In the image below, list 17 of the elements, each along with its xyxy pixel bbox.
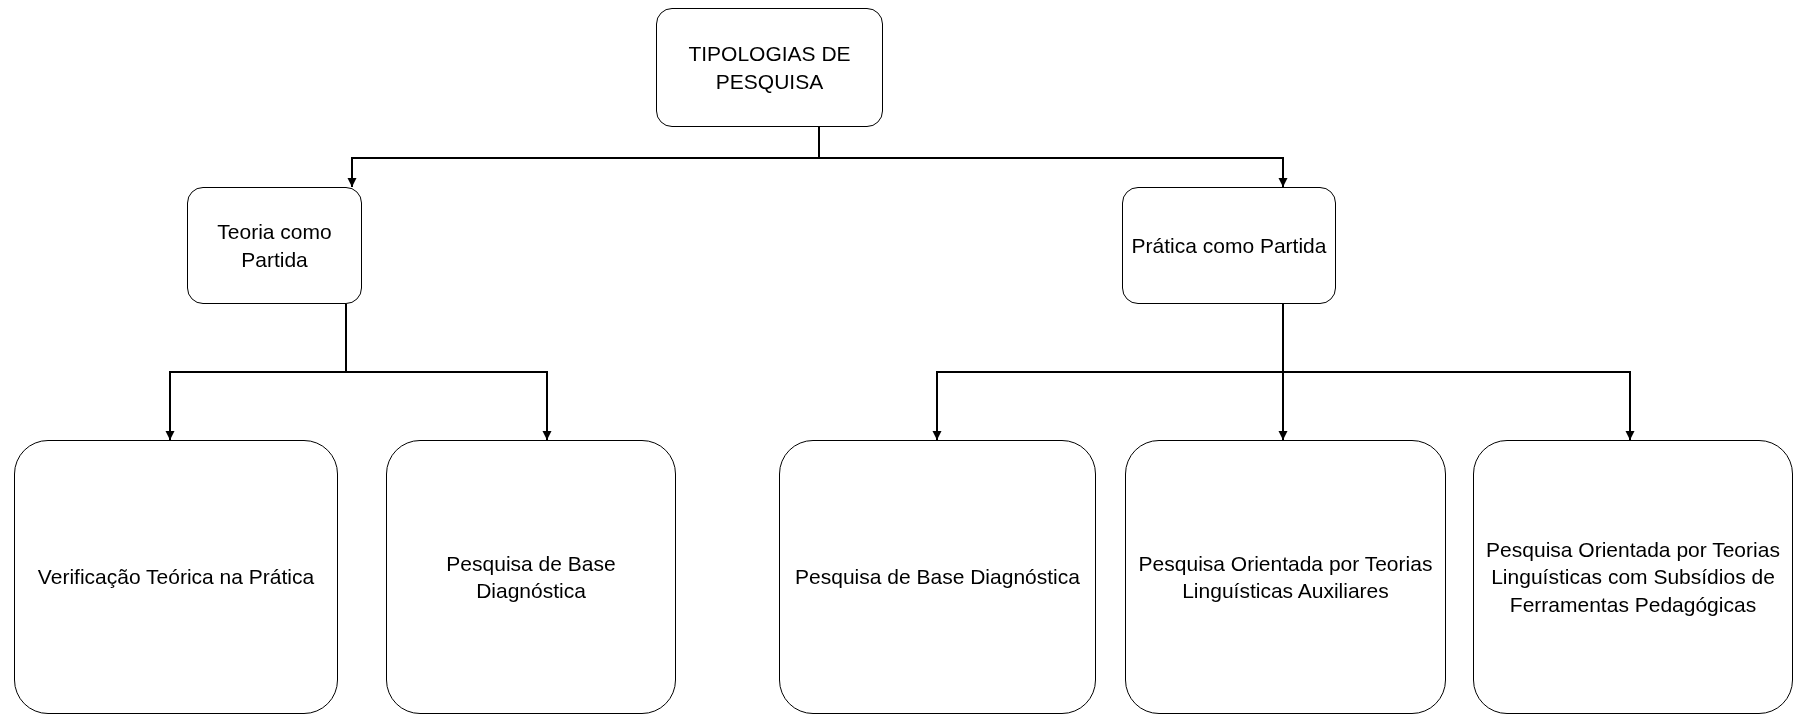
box-text: Verificação Teórica na Prática [37, 564, 315, 591]
topic-box [779, 440, 1096, 714]
category-box [1122, 187, 1336, 304]
box-text: Teoria como Partida [216, 219, 333, 273]
topic-box [14, 440, 338, 714]
box-text: Pesquisa Orientada por Teorias Linguísticas Auxiliares [1137, 550, 1434, 604]
box-text: TIPOLOGIAS DE PESQUISA [687, 41, 852, 95]
topic-box [1125, 440, 1446, 714]
topic-box [1473, 440, 1793, 714]
arrow [345, 303, 552, 441]
box-text: Prática como Partida [1131, 232, 1327, 259]
box-text: Pesquisa de Base Diagnóstica [795, 564, 1080, 591]
box-text: Pesquisa Orientada por Teorias Linguísticas com Subsídios de Ferramentas Pedagógicas [1485, 537, 1781, 618]
category-box [187, 187, 362, 304]
category-box [656, 8, 883, 127]
box-text: Pesquisa de Base Diagnóstica [445, 550, 617, 604]
topic-box [386, 440, 676, 714]
